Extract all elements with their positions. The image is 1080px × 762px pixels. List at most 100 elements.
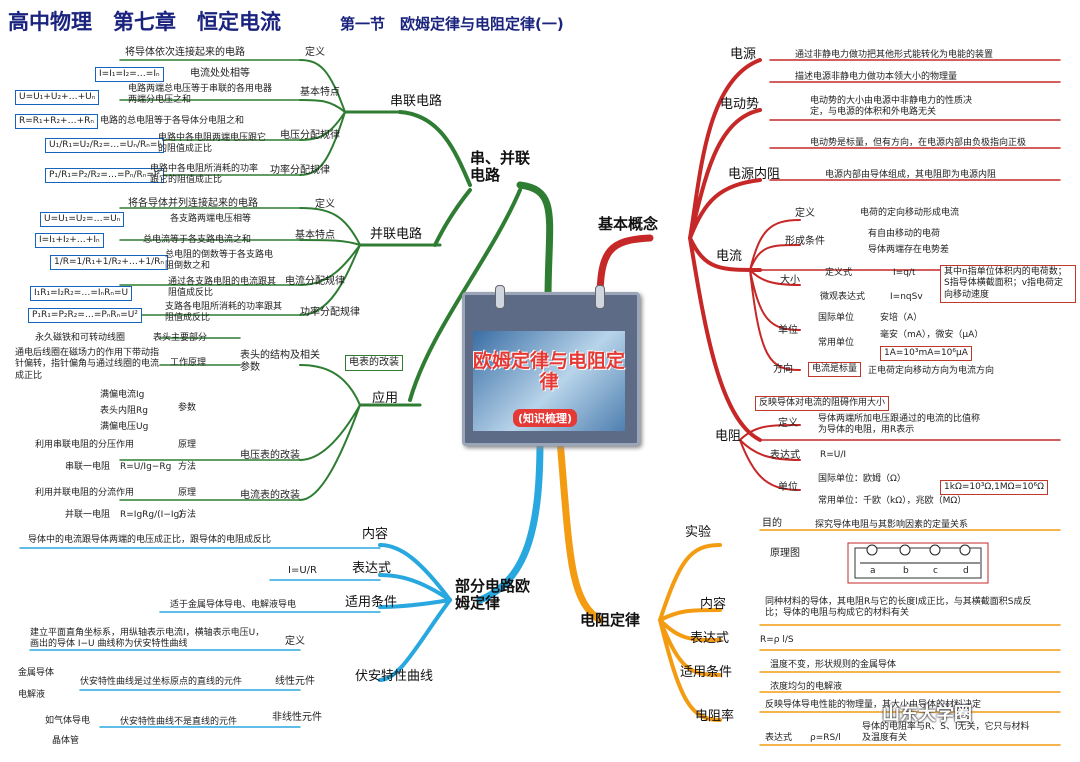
- blue-to-content: [378, 543, 452, 602]
- series-feature2-formula: U=U₁+U₂+…+Uₙ: [15, 90, 100, 106]
- series-def-label: 定义: [305, 47, 325, 58]
- experiment-goal-text: 探究导体电阻与其影响因素的定量关系: [815, 520, 969, 530]
- blue-leaf-lines: [19, 547, 381, 728]
- series-power-label: 功率分配规律: [270, 165, 330, 176]
- calendar-ring-icon: [495, 285, 505, 309]
- series-feature3-text: 电路的总电阻等于各导体分电阻之和: [100, 116, 245, 126]
- resistance-law-content-text: 同种材料的导体，其电阻R与它的长度l成正比，与其横截面积S成反比；导体的电阻与构…: [765, 597, 1032, 619]
- parallel-feature3-text: 总电阻的倒数等于各支路电阻倒数之和: [165, 250, 274, 272]
- source-text: 通过非静电力做功把其他形式能转化为电能的装置: [795, 50, 994, 60]
- resistivity-expr: ρ=RS/l: [810, 733, 841, 743]
- emf-text3: 电动势是标量，但有方向，在电源内部由负极指向正极: [810, 138, 1027, 148]
- series-parallel-label: 串、并联电路: [470, 149, 531, 185]
- meter-param1: 满偏电流Ig: [100, 390, 145, 400]
- current-def-eq-label: 定义式: [825, 268, 853, 278]
- meter-principle-text: 通电后线圈在磁场力的作用下带动指针偏转，指针偏角与通过线圈的电流成正比: [15, 348, 160, 381]
- ammeter-method-text: 并联一电阻: [65, 510, 111, 520]
- circuit-label-a: a: [870, 566, 876, 576]
- iv-def-text: 建立平面直角坐标系，用纵轴表示电流I，横轴表示电压U，画出的导体 I−U 曲线称…: [30, 628, 265, 650]
- resistance-expr: R=U/I: [820, 450, 847, 460]
- resistivity-label: 电阻率: [695, 709, 735, 724]
- voltmeter-principle-label: 原理: [178, 440, 197, 450]
- center-subtitle: (知识梳理): [513, 409, 578, 427]
- series-feature2-text: 电路两端总电压等于串联的各用电器两端分电压之和: [128, 84, 273, 106]
- circuit-label-b: b: [903, 566, 909, 576]
- linear-example2: 电解液: [18, 690, 46, 700]
- resistivity-expr-label: 表达式: [765, 733, 793, 743]
- current-def-eq: I=q/t: [893, 268, 916, 278]
- parallel-feature1-formula: U=U₁=U₂=…=Uₙ: [40, 212, 125, 228]
- center-card-image: 欧姆定律与电阻定律 (知识梳理): [473, 331, 625, 431]
- resistance-law-cond1: 温度不变，形状规则的金属导体: [770, 660, 897, 670]
- resistance-law-cond-label: 适用条件: [680, 665, 733, 680]
- parallel-def-text: 将各导体并列连接起来的电路: [128, 198, 258, 209]
- meter-structure-label: 表头的结构及相关参数: [240, 350, 320, 373]
- voltmeter-method-formula: R=U/Ig−Rg: [120, 462, 172, 472]
- resistance-common-text: 常用单位：千欧（kΩ），兆欧（MΩ）: [818, 496, 967, 506]
- emf-text2: 电动势的大小由电源中非静电力的性质决定，与电源的体积和外电路无关: [810, 96, 973, 118]
- meter-principle-label: 工作原理: [170, 358, 207, 368]
- resistance-law-label: 电阻定律: [580, 611, 641, 629]
- resistance-label: 电阻: [715, 429, 742, 444]
- internal-resistance-text: 电源内部由导体组成，其电阻即为电源内阻: [825, 170, 997, 180]
- series-voltage-label: 电压分配规律: [280, 130, 340, 141]
- parallel-current-formula: I₁R₁=I₂R₂=…=IₙRₙ=U: [30, 286, 133, 302]
- blue-to-expr: [378, 573, 452, 602]
- green-to-app: [408, 188, 522, 402]
- resistance-desc: 反映导体对电流的阻碍作用大小: [755, 396, 890, 412]
- application-label: 应用: [372, 391, 399, 406]
- linear-element-label: 线性元件: [275, 676, 315, 687]
- watermark: 山东大学圈: [882, 704, 972, 725]
- circuit-diagram: [847, 542, 989, 584]
- resistivity-note: 导体的电阻率与R、S、l无关，它只与材料及温度有关: [862, 722, 1030, 744]
- current-label: 电流: [716, 249, 743, 264]
- center-card: 欧姆定律与电阻定律 (知识梳理): [462, 285, 640, 446]
- app-sub: [299, 364, 361, 501]
- current-conversion: 1A=10³mA=10⁶μA: [880, 346, 972, 362]
- red-current-sub: [749, 219, 801, 371]
- nonlinear-example1: 如气体导电: [45, 716, 91, 726]
- current-common-label: 常用单位: [818, 338, 855, 348]
- parallel-feature2-formula: I=I₁+I₂+…+Iₙ: [35, 233, 104, 249]
- ammeter-principle-text: 利用并联电阻的分流作用: [35, 488, 135, 498]
- center-title: 欧姆定律与电阻定律: [473, 350, 626, 393]
- current-direction-label: 方向: [773, 364, 793, 375]
- current-cond2: 导体两端存在电势差: [868, 245, 950, 255]
- experiment-diagram-label: 原理图: [770, 548, 800, 559]
- current-def-label: 定义: [795, 208, 815, 219]
- ohm-law-label: 部分电路欧姆定律: [455, 577, 531, 613]
- series-voltage-formula: U₁/R₁=U₂/R₂=…=Uₙ/Rₙ=I: [45, 138, 165, 154]
- voltmeter-principle-text: 利用串联电阻的分压作用: [35, 440, 135, 450]
- parallel-sub: [299, 207, 361, 316]
- basic-concepts-label: 基本概念: [598, 215, 659, 233]
- resistance-expr-label: 表达式: [770, 450, 800, 461]
- green-trunk: [516, 181, 554, 304]
- ohm-expr-label: 表达式: [352, 561, 392, 576]
- ammeter-mod-label: 电流表的改装: [240, 490, 300, 501]
- resistivity-text: 反映导体导电性能的物理量，其大小由导体的材料决定: [765, 700, 982, 710]
- emf-text1: 描述电源非静电力做功本领大小的物理量: [795, 72, 958, 82]
- parallel-feature2-text: 总电流等于各支路电流之和: [143, 235, 252, 245]
- red-to-basic: [688, 58, 762, 442]
- red-trunk: [596, 234, 654, 304]
- current-micro-eq: I=nqSv: [890, 292, 923, 302]
- circuit-label-c: c: [933, 566, 938, 576]
- orange-to-sub: [658, 543, 722, 722]
- current-direction-text: 正电荷定向移动方向为电流方向: [868, 366, 995, 376]
- series-def-text: 将导体依次连接起来的电路: [125, 47, 245, 58]
- resistance-law-expr: R=ρ l/S: [760, 635, 794, 645]
- parallel-feature1-text: 各支路两端电压相等: [170, 214, 252, 224]
- resistance-def-text: 导体两端所加电压跟通过的电流的比值称为导体的电阻，用R表示: [818, 414, 981, 436]
- current-cond1: 有自由移动的电荷: [868, 229, 941, 239]
- internal-resistance-label: 电源内阻: [728, 167, 781, 182]
- series-feature1-formula: I=I₁=I₂=…=Iₙ: [95, 67, 164, 83]
- current-micro-label: 微观表达式: [820, 292, 866, 302]
- meter-modification-box: 电表的改装: [345, 355, 403, 371]
- series-feature-label: 基本特点: [300, 87, 340, 98]
- resistance-si-text: 国际单位：欧姆（Ω）: [818, 474, 906, 484]
- resistance-law-cond2: 浓度均匀的电解液: [770, 682, 843, 692]
- parallel-power-formula: P₁R₁=P₂R₂=…=PₙRₙ=U²: [28, 308, 143, 324]
- voltmeter-method-label: 方法: [178, 462, 197, 472]
- linear-example1: 金属导体: [18, 668, 55, 678]
